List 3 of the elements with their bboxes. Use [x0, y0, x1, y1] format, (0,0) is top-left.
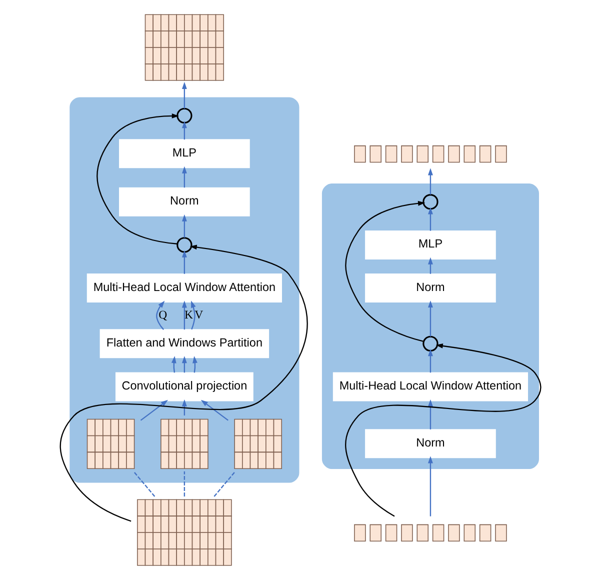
- edge-label: K: [184, 308, 193, 322]
- edge-label: V: [194, 308, 204, 322]
- edge-label: Q: [158, 308, 168, 322]
